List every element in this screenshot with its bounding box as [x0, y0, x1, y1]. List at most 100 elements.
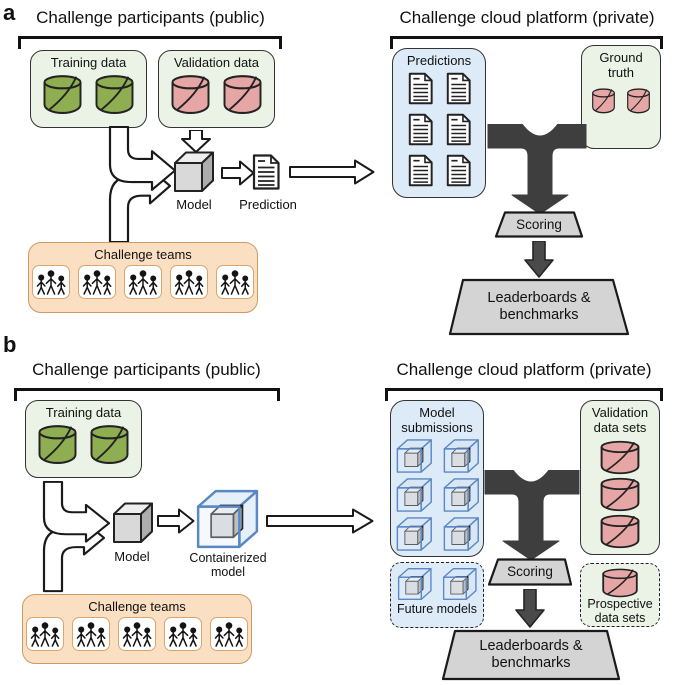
training-data-label-b: Training data [45, 405, 122, 420]
containerized-model-label: Containerized model [189, 551, 267, 579]
panel-a-platform-header: Challenge cloud platform (private) [399, 8, 655, 27]
validation-data-sets-box: Validation data sets [580, 400, 660, 555]
dark-merge-arrow-icon-b [484, 470, 580, 561]
green-database-cylinder-icon [92, 73, 137, 115]
panel-b-platform-bracket [385, 388, 663, 401]
prediction-document-icon [446, 72, 471, 105]
predictions-label-a: Predictions [406, 53, 472, 68]
prediction-document-icon [408, 72, 433, 105]
validation-sets-cylinders [581, 439, 659, 549]
future-models-label: Future models [397, 602, 477, 616]
team-icon [170, 265, 208, 300]
training-data-box-a: Training data [30, 50, 147, 128]
scoring-node-a: Scoring [494, 211, 584, 238]
validation-cylinders-a [159, 73, 274, 115]
prediction-document-icon [408, 113, 433, 146]
leaderboards-node-b: Leaderboards & benchmarks [440, 629, 622, 681]
stick-figures-icon [213, 620, 245, 648]
pink-database-cylinder-icon [597, 439, 643, 475]
containerized-model-icon [396, 567, 433, 601]
panel-b-letter: b [3, 332, 17, 357]
leaderboards-label-b: Leaderboards & benchmarks [479, 638, 583, 671]
ground-truth-cylinders [582, 87, 660, 114]
training-data-label-a: Training data [50, 55, 127, 70]
ground-truth-label-a: Ground truth [599, 50, 643, 81]
team-icon [124, 265, 162, 300]
team-icon [210, 617, 248, 652]
trapezoid-shape [448, 278, 630, 336]
green-database-cylinder-icon [35, 423, 80, 465]
trapezoid-shape [441, 629, 621, 681]
stick-figures-icon [173, 268, 205, 296]
down-arrow-icon [181, 130, 211, 153]
training-cylinders-b [26, 423, 141, 465]
dark-down-arrow-icon [515, 589, 545, 628]
prospective-data-sets-label: Prospective data sets [587, 597, 653, 625]
containerized-model-icon [441, 567, 478, 601]
containerized-model-icon [395, 516, 433, 552]
model-cube-icon-a [168, 149, 218, 195]
right-arrow-icon [289, 159, 375, 185]
stick-figures-icon [29, 620, 61, 648]
challenge-teams-label-b: Challenge teams [88, 599, 186, 614]
green-database-cylinder-icon [87, 423, 132, 465]
pink-database-cylinder-icon [590, 87, 617, 114]
pink-database-cylinder-icon [599, 567, 641, 598]
future-cubes-row [391, 567, 483, 601]
prospective-cylinders [581, 567, 659, 598]
team-icon [118, 617, 156, 652]
model-submissions-label: Model submissions [401, 405, 473, 436]
ground-truth-box-a: Ground truth [581, 45, 661, 149]
right-arrow-icon [157, 508, 195, 534]
team-icon [26, 617, 64, 652]
panel-a-platform-bracket [390, 36, 663, 49]
scoring-node-b: Scoring [486, 558, 574, 586]
team-icon [78, 265, 116, 300]
model-label-a: Model [176, 197, 212, 212]
challenge-teams-label-a: Challenge teams [94, 247, 192, 262]
leaderboards-label-a: Leaderboards & benchmarks [487, 290, 591, 323]
stick-figures-icon [35, 268, 67, 296]
stick-figures-icon [167, 620, 199, 648]
teams-row-b [23, 617, 251, 652]
right-arrow-icon [266, 508, 374, 534]
containerized-model-icon [395, 438, 433, 474]
merge-arrow-icon-b [30, 481, 115, 593]
stick-figures-icon [121, 620, 153, 648]
pink-database-cylinder-icon [597, 513, 643, 549]
pink-database-cylinder-icon [625, 87, 652, 114]
prediction-document-icon [446, 113, 471, 146]
panel-b-participants-header: Challenge participants (public) [32, 360, 261, 379]
model-label-b: Model [114, 549, 150, 564]
containerized-model-icon [194, 488, 260, 550]
scoring-label-b: Scoring [507, 564, 553, 580]
stick-figures-icon [219, 268, 251, 296]
dark-down-arrow-icon [524, 241, 554, 278]
stick-figures-icon [81, 268, 113, 296]
prospective-data-sets-box: Prospective data sets [580, 563, 660, 627]
prediction-label-a: Prediction [239, 197, 297, 212]
right-arrow-icon [221, 160, 255, 186]
validation-data-sets-label: Validation data sets [591, 405, 649, 436]
team-icon [32, 265, 70, 300]
scoring-label-a: Scoring [516, 216, 562, 232]
prediction-document-icon [408, 154, 433, 187]
stick-figures-icon [75, 620, 107, 648]
panel-a-participants-bracket [18, 36, 282, 49]
training-cylinders-a [31, 73, 146, 115]
leaderboards-node-a: Leaderboards & benchmarks [448, 278, 630, 336]
prediction-document-icon [446, 154, 471, 187]
validation-data-label-a: Validation data [173, 55, 260, 70]
stick-figures-icon [127, 268, 159, 296]
model-cube-icon-b [107, 500, 157, 546]
pink-database-cylinder-icon [168, 73, 213, 115]
predictions-doc-grid [393, 72, 485, 187]
panel-a-letter: a [3, 0, 16, 25]
team-icon [72, 617, 110, 652]
containerized-model-icon [442, 516, 480, 552]
containerized-model-icon [442, 477, 480, 513]
pink-database-cylinder-icon [597, 476, 643, 512]
containerized-model-icon [442, 438, 480, 474]
trapezoid-shape [494, 211, 584, 238]
